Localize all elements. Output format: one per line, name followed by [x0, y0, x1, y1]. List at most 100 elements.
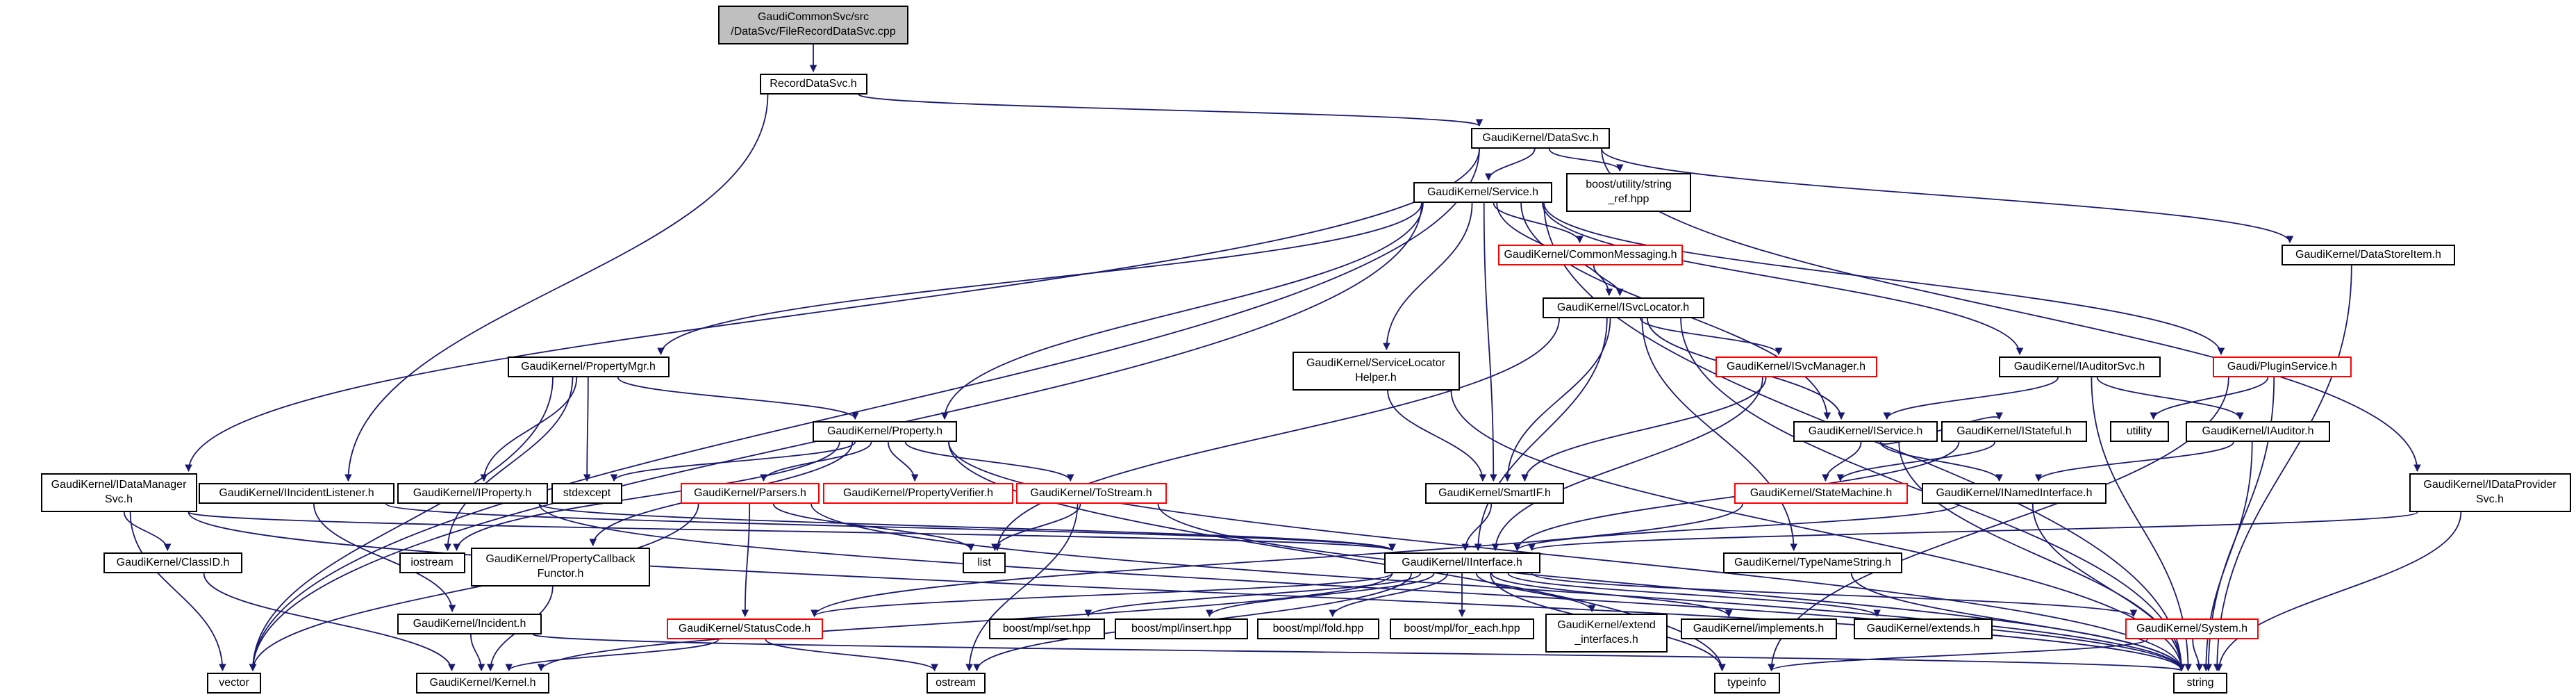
edge-service-svclochelper — [1383, 202, 1473, 351]
graph-node-mplfold: boost/mpl/fold.hpp — [1257, 618, 1379, 639]
edge-iproperty-iinterface — [538, 503, 1396, 552]
graph-node-classid[interactable]: GaudiKernel/ClassID.h — [103, 552, 242, 573]
edge-datasvc-service — [1484, 148, 1536, 181]
edge-property-stdexcept — [610, 441, 856, 482]
graph-node-pluginservice[interactable]: Gaudi/PluginService.h — [2213, 356, 2352, 377]
graph-node-statuscode[interactable]: GaudiKernel/StatusCode.h — [666, 618, 823, 639]
graph-node-property[interactable]: GaudiKernel/Property.h — [813, 421, 957, 442]
graph-node-stdexcept: stdexcept — [551, 483, 622, 504]
edge-iservice-statemachine — [1822, 441, 1862, 482]
edge-system-typeinfo — [1768, 639, 2148, 672]
edge-datasvc-idatamanagersvc — [185, 148, 1480, 473]
edge-iservice-istateful — [1879, 412, 2003, 445]
edge-propertymgr-stdexcept — [583, 377, 591, 482]
edge-statemachine-statuscode — [811, 503, 1743, 618]
graph-node-propertymgr[interactable]: GaudiKernel/PropertyMgr.h — [507, 356, 670, 377]
edge-idatamanagersvc-classid — [123, 511, 172, 552]
graph-node-root: GaudiCommonSvc/src /DataSvc/FileRecordDa… — [718, 6, 908, 44]
edge-statuscode-ostream — [765, 639, 938, 672]
edge-incident-string — [533, 634, 2185, 672]
edge-smartif-iinterface — [1461, 503, 1493, 552]
graph-node-inamedinterface[interactable]: GaudiKernel/INamedInterface.h — [1922, 483, 2106, 504]
edge-idatamanagersvc-vector — [129, 511, 226, 672]
edge-inamedinterface-string — [2031, 503, 2186, 672]
edge-iservice-inamedinterface — [1879, 441, 2003, 482]
edge-isvclocator-smartif — [1504, 318, 1611, 482]
edge-recorddatasvc-iincidentlistener — [344, 94, 769, 482]
graph-node-isvcmanager[interactable]: GaudiKernel/ISvcManager.h — [1715, 356, 1877, 377]
graph-node-kernel[interactable]: GaudiKernel/Kernel.h — [416, 673, 549, 694]
edge-service-smartif — [1483, 202, 1497, 482]
graph-node-isvclocator[interactable]: GaudiKernel/ISvcLocator.h — [1542, 297, 1704, 318]
graph-node-service[interactable]: GaudiKernel/Service.h — [1413, 182, 1552, 203]
edge-service-pluginservice — [1543, 202, 2225, 356]
graph-node-propcallback[interactable]: GaudiKernel/PropertyCallback Functor.h — [471, 548, 650, 587]
edge-isvcmanager-smartif — [1521, 377, 1767, 482]
graph-node-parsers[interactable]: GaudiKernel/Parsers.h — [681, 483, 820, 504]
graph-node-implements[interactable]: GaudiKernel/implements.h — [1680, 618, 1837, 639]
graph-node-svclochelper[interactable]: GaudiKernel/ServiceLocator Helper.h — [1292, 352, 1460, 391]
edge-recorddatasvc-datasvc — [858, 94, 1483, 127]
edge-property-iostream — [453, 441, 840, 552]
graph-node-incident[interactable]: GaudiKernel/Incident.h — [397, 614, 542, 634]
graph-node-istateful[interactable]: GaudiKernel/IStateful.h — [1941, 421, 2087, 442]
edge-tostream-ostream — [965, 503, 1079, 672]
edge-iinterface-statuscode — [811, 573, 1393, 618]
edge-property-propertyverifier — [887, 441, 919, 482]
graph-node-string: string — [2173, 673, 2227, 694]
edge-parsers-vector — [249, 503, 699, 672]
edge-propertymgr-iproperty — [480, 377, 578, 482]
graph-node-recorddatasvc[interactable]: RecordDataSvc.h — [759, 74, 867, 95]
graph-node-extends[interactable]: GaudiKernel/extends.h — [1854, 618, 1993, 639]
graph-node-datastoreitem[interactable]: GaudiKernel/DataStoreItem.h — [2282, 245, 2455, 265]
graph-node-statemachine[interactable]: GaudiKernel/StateMachine.h — [1734, 483, 1908, 504]
edge-iauditorsvc-iauditor — [2096, 377, 2244, 420]
graph-node-iauditorsvc[interactable]: GaudiKernel/IAuditorSvc.h — [1998, 356, 2161, 377]
edge-isvclocator-list — [993, 318, 1560, 552]
edge-iinterface-kernel — [537, 573, 1393, 672]
edge-iinterface-mplfold — [1329, 573, 1449, 618]
edge-idataprovidersvc-iinterface — [1528, 511, 2418, 552]
edge-isvclocator-isvcmanager — [1640, 318, 1783, 356]
graph-node-utility: utility — [2109, 421, 2169, 442]
graph-node-tostream[interactable]: GaudiKernel/ToStream.h — [1015, 483, 1167, 504]
edge-iinterface-mplset — [1084, 573, 1422, 618]
edge-service-iauditorsvc — [1542, 202, 2024, 356]
edge-datasvc-stringref — [1548, 148, 1624, 172]
graph-node-mplforeach: boost/mpl/for_each.hpp — [1390, 618, 1534, 639]
graph-node-iproperty[interactable]: GaudiKernel/IProperty.h — [397, 483, 548, 504]
graph-node-idatamanagersvc[interactable]: GaudiKernel/IDataManager Svc.h — [40, 473, 197, 512]
edge-service-property — [940, 202, 1424, 420]
graph-node-extendinterfaces[interactable]: GaudiKernel/extend _interfaces.h — [1545, 614, 1668, 653]
edge-istateful-statemachine — [1836, 441, 1996, 482]
edge-statuscode-kernel — [505, 639, 720, 672]
graph-node-iincidentlistener[interactable]: GaudiKernel/IIncidentListener.h — [199, 483, 394, 504]
edge-parsers-list — [772, 503, 975, 552]
edge-service-propertymgr — [657, 202, 1422, 356]
graph-node-idataprovidersvc[interactable]: GaudiKernel/IDataProvider Svc.h — [2409, 473, 2571, 512]
edge-iinterface-mplinsert — [1206, 573, 1435, 618]
graph-node-list: list — [963, 552, 1006, 573]
edge-iincidentlistener-iinterface — [385, 503, 1396, 552]
graph-node-stringref: boost/utility/string _ref.hpp — [1566, 173, 1691, 212]
edge-property-tostream — [904, 441, 1074, 482]
edge-idatamanagersvc-iinterface — [188, 511, 1396, 552]
graph-node-iservice[interactable]: GaudiKernel/IService.h — [1793, 421, 1938, 442]
graph-node-propertyverifier[interactable]: GaudiKernel/PropertyVerifier.h — [823, 483, 1013, 504]
edge-tostream-list — [991, 503, 1081, 552]
graph-node-system[interactable]: GaudiKernel/System.h — [2125, 618, 2259, 639]
edge-propertymgr-iostream — [444, 377, 574, 552]
edge-typenamestring-string — [1850, 573, 2186, 672]
graph-node-commonmsg[interactable]: GaudiKernel/CommonMessaging.h — [1498, 245, 1683, 265]
graph-node-smartif[interactable]: GaudiKernel/SmartIF.h — [1425, 483, 1564, 504]
graph-node-mplinsert: boost/mpl/insert.hpp — [1115, 618, 1248, 639]
graph-node-iauditor[interactable]: GaudiKernel/IAuditor.h — [2186, 421, 2330, 442]
edge-pluginservice-utility — [2150, 377, 2269, 420]
graph-node-iinterface[interactable]: GaudiKernel/IInterface.h — [1383, 552, 1540, 573]
graph-node-typenamestring[interactable]: GaudiKernel/TypeNameString.h — [1723, 552, 1902, 573]
graph-node-datasvc[interactable]: GaudiKernel/DataSvc.h — [1471, 128, 1610, 149]
edge-iinterface-extendinterfaces — [1475, 573, 1596, 613]
edge-propertymgr-property — [617, 377, 859, 420]
